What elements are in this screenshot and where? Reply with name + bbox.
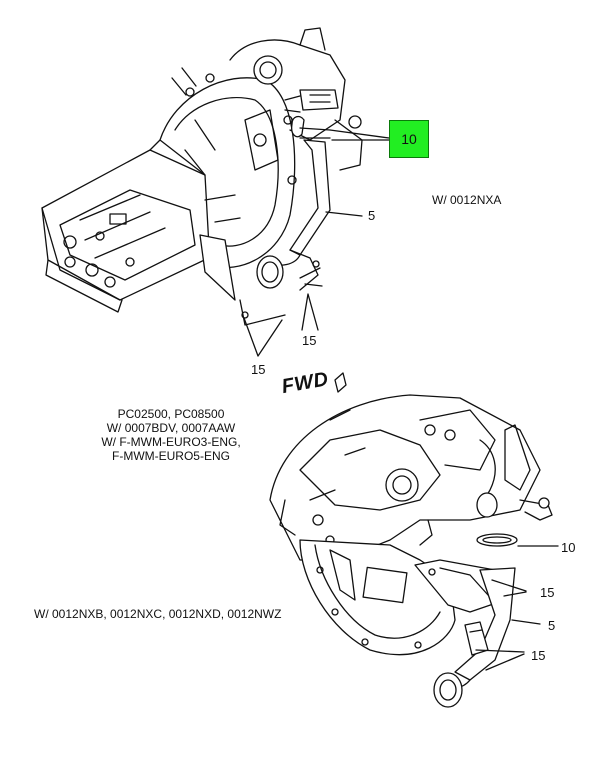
forward-arrow-icon bbox=[334, 372, 347, 393]
upper-transmission-drawing bbox=[41, 27, 390, 357]
callout-10-highlighted[interactable]: 10 bbox=[389, 120, 429, 158]
lower-engine-drawing bbox=[269, 394, 559, 708]
callout-15-upper-right[interactable]: 15 bbox=[302, 333, 317, 348]
note-line: W/ F-MWM-EURO3-ENG, bbox=[101, 435, 241, 449]
variant-label-upper: W/ 0012NXA bbox=[432, 193, 502, 207]
note-line: PC02500, PC08500 bbox=[117, 407, 225, 421]
callout-5-upper[interactable]: 5 bbox=[368, 208, 376, 223]
note-line: W/ 0007BDV, 0007AAW bbox=[106, 421, 236, 435]
variant-label-lower: W/ 0012NXB, 0012NXC, 0012NXD, 0012NWZ bbox=[34, 607, 282, 621]
callout-10-lower[interactable]: 10 bbox=[561, 540, 576, 555]
callout-15-lower-upper[interactable]: 15 bbox=[540, 585, 555, 600]
applicability-notes: PC02500, PC08500 W/ 0007BDV, 0007AAW W/ … bbox=[86, 407, 256, 463]
callout-15-lower-bottom[interactable]: 15 bbox=[531, 648, 546, 663]
note-line: F-MWM-EURO5-ENG bbox=[112, 449, 230, 463]
callout-15-upper-left[interactable]: 15 bbox=[251, 362, 266, 377]
callout-5-lower[interactable]: 5 bbox=[548, 618, 556, 633]
callout-10-label: 10 bbox=[401, 131, 417, 147]
